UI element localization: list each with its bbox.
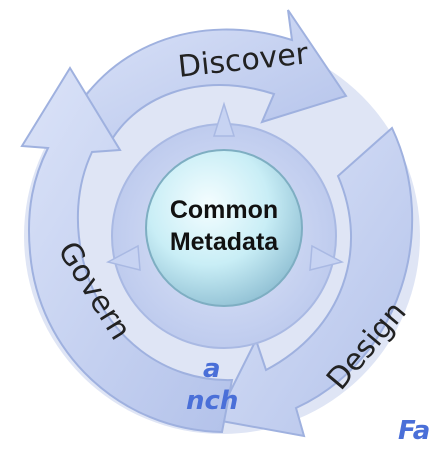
inner-pointer-left: [105, 244, 141, 271]
center-label-line1: Common: [170, 196, 278, 224]
inner-pointer-right: [309, 244, 345, 271]
segment-discover-arrow: [64, 9, 348, 152]
segment-govern-arrow: [20, 66, 234, 434]
text-fragment-left-line1: a: [203, 354, 221, 384]
text-fragment-left-line2: nch: [186, 386, 239, 416]
inner-pointer-top: [212, 101, 236, 137]
text-fragment-right: Fa: [398, 416, 431, 446]
center-sphere: [145, 149, 303, 307]
center-label-line2: Metadata: [170, 228, 279, 256]
segment-design-arrow: [214, 126, 414, 438]
